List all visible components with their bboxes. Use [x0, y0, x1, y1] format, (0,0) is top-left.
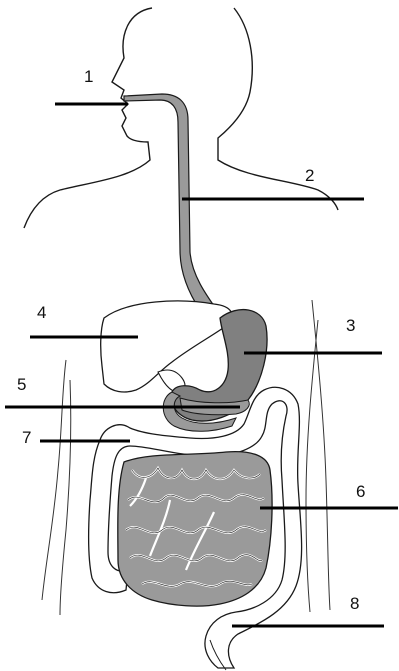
label-2: 2	[305, 167, 314, 184]
label-8: 8	[350, 595, 359, 612]
label-7: 7	[22, 429, 31, 446]
esophagus	[124, 94, 224, 326]
head-outline	[24, 8, 152, 228]
label-4: 4	[37, 304, 46, 321]
label-3: 3	[346, 317, 355, 334]
right-torso-outline-inner	[306, 320, 318, 612]
label-1: 1	[84, 68, 93, 85]
right-torso-outline	[312, 300, 330, 610]
label-5: 5	[17, 376, 26, 393]
back-of-head-outline	[218, 8, 338, 210]
label-6: 6	[356, 483, 365, 500]
